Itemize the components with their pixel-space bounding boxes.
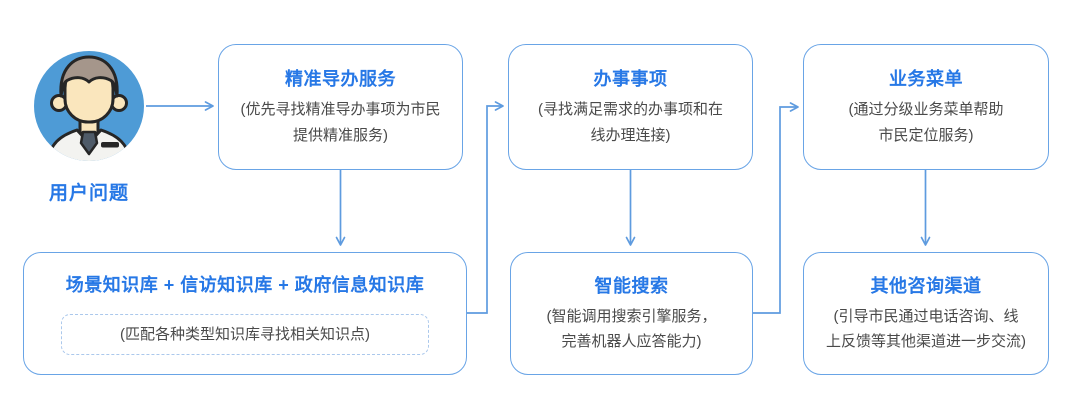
flow-arrow-kb-to-matters: [467, 101, 504, 314]
person-icon: [34, 51, 144, 161]
node-other-channels-body: (引导市民通过电话咨询、线 上反馈等其他渠道进一步交流): [826, 307, 1026, 351]
node-business-menu: 业务菜单 (通过分级业务菜单帮助 市民定位服务): [803, 44, 1049, 170]
flow-arrow-search-to-menu: [753, 102, 799, 314]
node-smart-search-body: (智能调用搜索引擎服务， 完善机器人应答能力): [546, 307, 717, 351]
node-precise-guidance: 精准导办服务 (优先寻找精准导办事项为市民 提供精准服务): [218, 44, 463, 170]
node-knowledge-bases-body: (匹配各种类型知识库寻找相关知识点): [120, 325, 370, 343]
node-precise-guidance-body: (优先寻找精准导办事项为市民 提供精准服务): [240, 101, 441, 144]
node-service-matters: 办事事项 (寻找满足需求的办事项和在 线办理连接): [508, 44, 753, 170]
node-other-channels-title: 其他咨询渠道: [870, 275, 982, 296]
node-service-matters-title: 办事事项: [593, 69, 668, 90]
user-avatar: [32, 49, 146, 163]
node-business-menu-body: (通过分级业务菜单帮助 市民定位服务): [848, 101, 1004, 144]
actor-label: 用户问题: [48, 183, 129, 204]
node-other-channels: 其他咨询渠道 (引导市民通过电话咨询、线 上反馈等其他渠道进一步交流): [803, 252, 1049, 375]
avatar-pocket: [101, 142, 119, 148]
avatar-tie: [79, 130, 99, 156]
node-smart-search-title: 智能搜索: [594, 275, 669, 296]
node-service-matters-body: (寻找满足需求的办事项和在 线办理连接): [538, 101, 723, 144]
node-business-menu-title: 业务菜单: [889, 69, 963, 90]
avatar-hair: [59, 55, 119, 98]
node-knowledge-bases: 场景知识库 + 信访知识库 + 政府信息知识库 (匹配各种类型知识库寻找相关知识…: [23, 252, 467, 375]
node-smart-search: 智能搜索 (智能调用搜索引擎服务， 完善机器人应答能力): [510, 252, 753, 375]
node-precise-guidance-title: 精准导办服务: [285, 69, 396, 90]
knowledge-match-note-box: (匹配各种类型知识库寻找相关知识点): [61, 313, 429, 356]
node-knowledge-bases-title: 场景知识库 + 信访知识库 + 政府信息知识库: [65, 274, 425, 295]
